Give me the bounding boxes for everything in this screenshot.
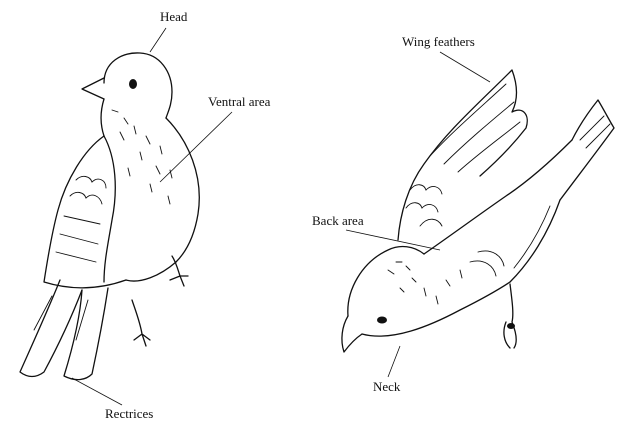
flying-bird-neck [362,282,510,336]
flying-bird-foot [504,284,516,348]
flying-bird-wing [398,70,527,240]
label-ventral-area: Ventral area [208,95,270,108]
perched-bird [20,53,199,380]
pointer-head [150,28,166,52]
flying-bird-beak [342,316,362,352]
perched-bird-tail [20,280,82,377]
pointer-wing-feathers [440,52,490,82]
perched-bird-throat [101,99,104,136]
flying-bird-foot-band [507,323,515,329]
perched-bird-leg-left [132,300,150,346]
perched-bird-breast [166,118,199,262]
label-neck: Neck [373,380,400,393]
pointer-back-area [346,230,440,250]
perched-bird-head [104,53,172,118]
label-head: Head [160,10,187,23]
perched-bird-eye [129,79,137,89]
flying-bird [342,70,614,352]
label-back-area: Back area [312,214,364,227]
label-rectrices: Rectrices [105,407,153,420]
pointer-rectrices [72,378,122,405]
flying-bird-head [348,247,424,316]
label-wing-feathers: Wing feathers [402,35,475,48]
perched-bird-leg-right [170,256,188,286]
perched-bird-beak [82,78,104,99]
flying-bird-tail [560,100,614,200]
pointer-neck [388,346,400,377]
flying-bird-eye [377,317,387,324]
